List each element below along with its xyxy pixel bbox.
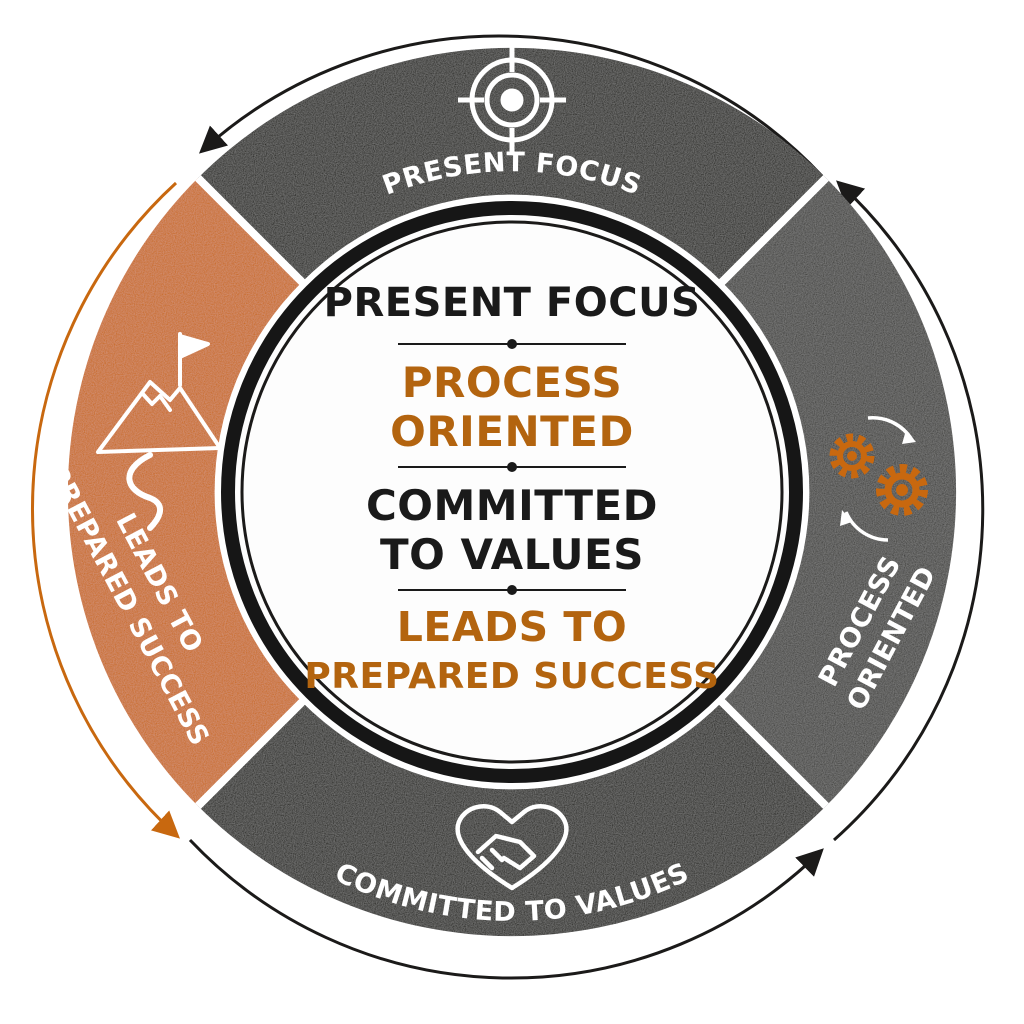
center-divider — [398, 462, 626, 472]
center-item-committed-line1: COMMITTED — [366, 481, 658, 530]
center-item-present-focus: PRESENT FOCUS — [324, 280, 701, 326]
center-item-process-line2: ORIENTED — [390, 407, 634, 456]
center-item-leads-line2: PREPARED SUCCESS — [304, 656, 719, 697]
segment-left — [67, 178, 302, 806]
target-icon — [458, 46, 566, 154]
segment-bottom — [198, 702, 826, 937]
center-divider — [398, 339, 626, 349]
mountain-flag-path-icon — [96, 332, 222, 531]
center-item-leads-line1: LEADS TO — [397, 603, 628, 651]
center-item-committed-line2: TO VALUES — [380, 530, 644, 579]
segment-dividers — [195, 175, 829, 809]
segment-top — [198, 47, 826, 282]
center-circle — [221, 201, 803, 783]
outer-cycle-arrows — [30, 34, 985, 980]
arrow-top-left — [198, 34, 824, 178]
arrow-right — [833, 180, 985, 842]
arrow-left — [30, 181, 180, 839]
heart-handshake-icon — [455, 804, 569, 891]
segment-right — [722, 178, 957, 806]
center-item-process-line1: PROCESS — [402, 358, 622, 407]
arrow-bottom — [188, 838, 824, 980]
center-list: PRESENT FOCUS PROCESS ORIENTED COMMITTED… — [304, 280, 719, 697]
center-divider — [398, 585, 626, 595]
gears-cycle-icon — [829, 416, 928, 542]
